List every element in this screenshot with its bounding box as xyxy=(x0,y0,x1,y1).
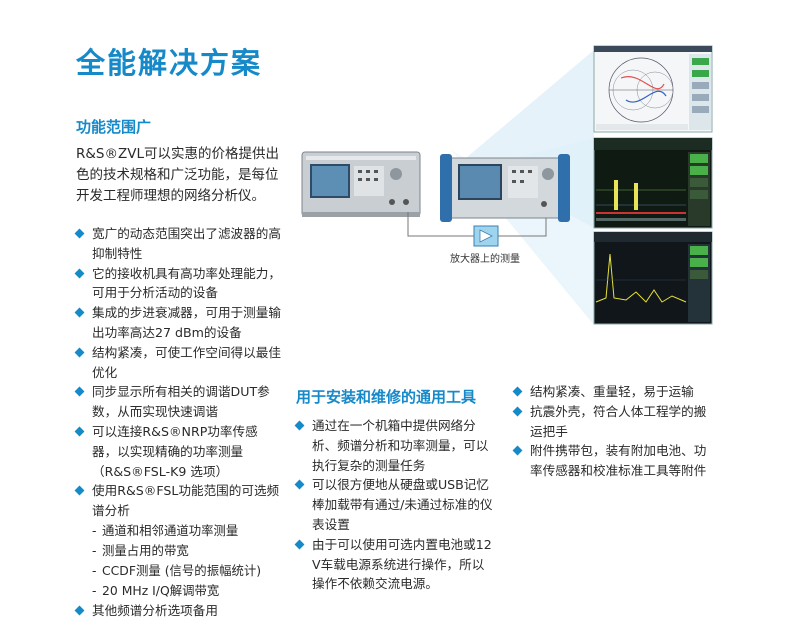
diamond-bullet-icon xyxy=(74,307,85,318)
smith-chart-screenshot xyxy=(593,45,713,133)
instrument-illustration xyxy=(301,45,713,325)
sub-list-item: -CCDF测量 (信号的振幅统计) xyxy=(92,562,262,578)
diamond-bullet-icon xyxy=(294,479,305,490)
list-item: 结构紧凑，可使工作空间得以最佳优化 xyxy=(74,343,282,383)
spectrum-screenshot xyxy=(593,137,713,229)
list-item: 可以很方便地从硬盘或USB记忆棒加载带有通过/未通过标准的仪表设置 xyxy=(294,475,494,534)
list-item: 宽广的动态范围突出了滤波器的高抑制特性 xyxy=(74,224,282,264)
list-item: 附件携带包，装有附加电池、功率传感器和校准标准工具等附件 xyxy=(512,441,714,481)
tools-list: 通过在一个机箱中提供网络分析、频谱分析和功率测量，可以执行复杂的测量任务 可以很… xyxy=(294,416,494,594)
list-item: 抗震外壳，符合人体工程学的搬运把手 xyxy=(512,402,714,442)
diamond-bullet-icon xyxy=(74,228,85,239)
sub-list-item: -测量占用的带宽 xyxy=(92,542,189,558)
sub-list-item: -通道和相邻通道功率测量 xyxy=(92,522,239,538)
list-item: 可以连接R&S®NRP功率传感器，以实现精确的功率测量（R&S®FSL-K9 选… xyxy=(74,422,282,481)
diamond-bullet-icon xyxy=(74,347,85,358)
diamond-bullet-icon xyxy=(294,539,305,550)
section-heading-tools: 用于安装和维修的通用工具 xyxy=(296,388,477,406)
figure-caption: 放大器上的测量 xyxy=(450,254,520,265)
trace-screenshot xyxy=(593,231,713,325)
list-item: 其他频谱分析选项备用 xyxy=(74,601,282,621)
list-item: 集成的步进衰减器，可用于测量输出功率高达27 dBm的设备 xyxy=(74,303,282,343)
list-item: 同步显示所有相关的调谐DUT参数，从而实现快速调谐 xyxy=(74,382,282,422)
diamond-bullet-icon xyxy=(294,420,305,431)
list-item: 结构紧凑、重量轻，易于运输 xyxy=(512,382,714,402)
diamond-bullet-icon xyxy=(74,426,85,437)
diamond-bullet-icon xyxy=(512,386,523,397)
diamond-bullet-icon xyxy=(74,386,85,397)
list-item: 它的接收机具有高功率处理能力，可用于分析活动的设备 xyxy=(74,264,282,304)
list-item: 使用R&S®FSL功能范围的可选频谱分析 -通道和相邻通道功率测量 -测量占用的… xyxy=(74,481,282,601)
diamond-bullet-icon xyxy=(74,268,85,279)
diamond-bullet-icon xyxy=(512,445,523,456)
section-heading-features: 功能范围广 xyxy=(76,118,152,136)
portability-list: 结构紧凑、重量轻，易于运输 抗震外壳，符合人体工程学的搬运把手 附件携带包，装有… xyxy=(512,382,714,481)
diamond-bullet-icon xyxy=(74,485,85,496)
feature-list: 宽广的动态范围突出了滤波器的高抑制特性 它的接收机具有高功率处理能力，可用于分析… xyxy=(74,224,282,621)
product-figure xyxy=(296,40,716,330)
list-item: 由于可以使用可选内置电池或12 V车载电源系统进行操作，所以操作不依赖交流电源。 xyxy=(294,535,494,594)
diamond-bullet-icon xyxy=(74,605,85,616)
spectrum-analyzer-device xyxy=(440,154,570,222)
network-analyzer-device xyxy=(301,151,421,217)
sub-list: -通道和相邻通道功率测量 -测量占用的带宽 -CCDF测量 (信号的振幅统计) … xyxy=(92,521,282,601)
list-item: 通过在一个机箱中提供网络分析、频谱分析和功率测量，可以执行复杂的测量任务 xyxy=(294,416,494,475)
page-title: 全能解决方案 xyxy=(76,46,263,80)
sub-list-item: -20 MHz I/Q解调带宽 xyxy=(92,582,220,598)
diamond-bullet-icon xyxy=(512,406,523,417)
intro-paragraph: R&S®ZVL可以实惠的价格提供出色的技术规格和广泛功能，是每位开发工程师理想的… xyxy=(76,146,279,204)
